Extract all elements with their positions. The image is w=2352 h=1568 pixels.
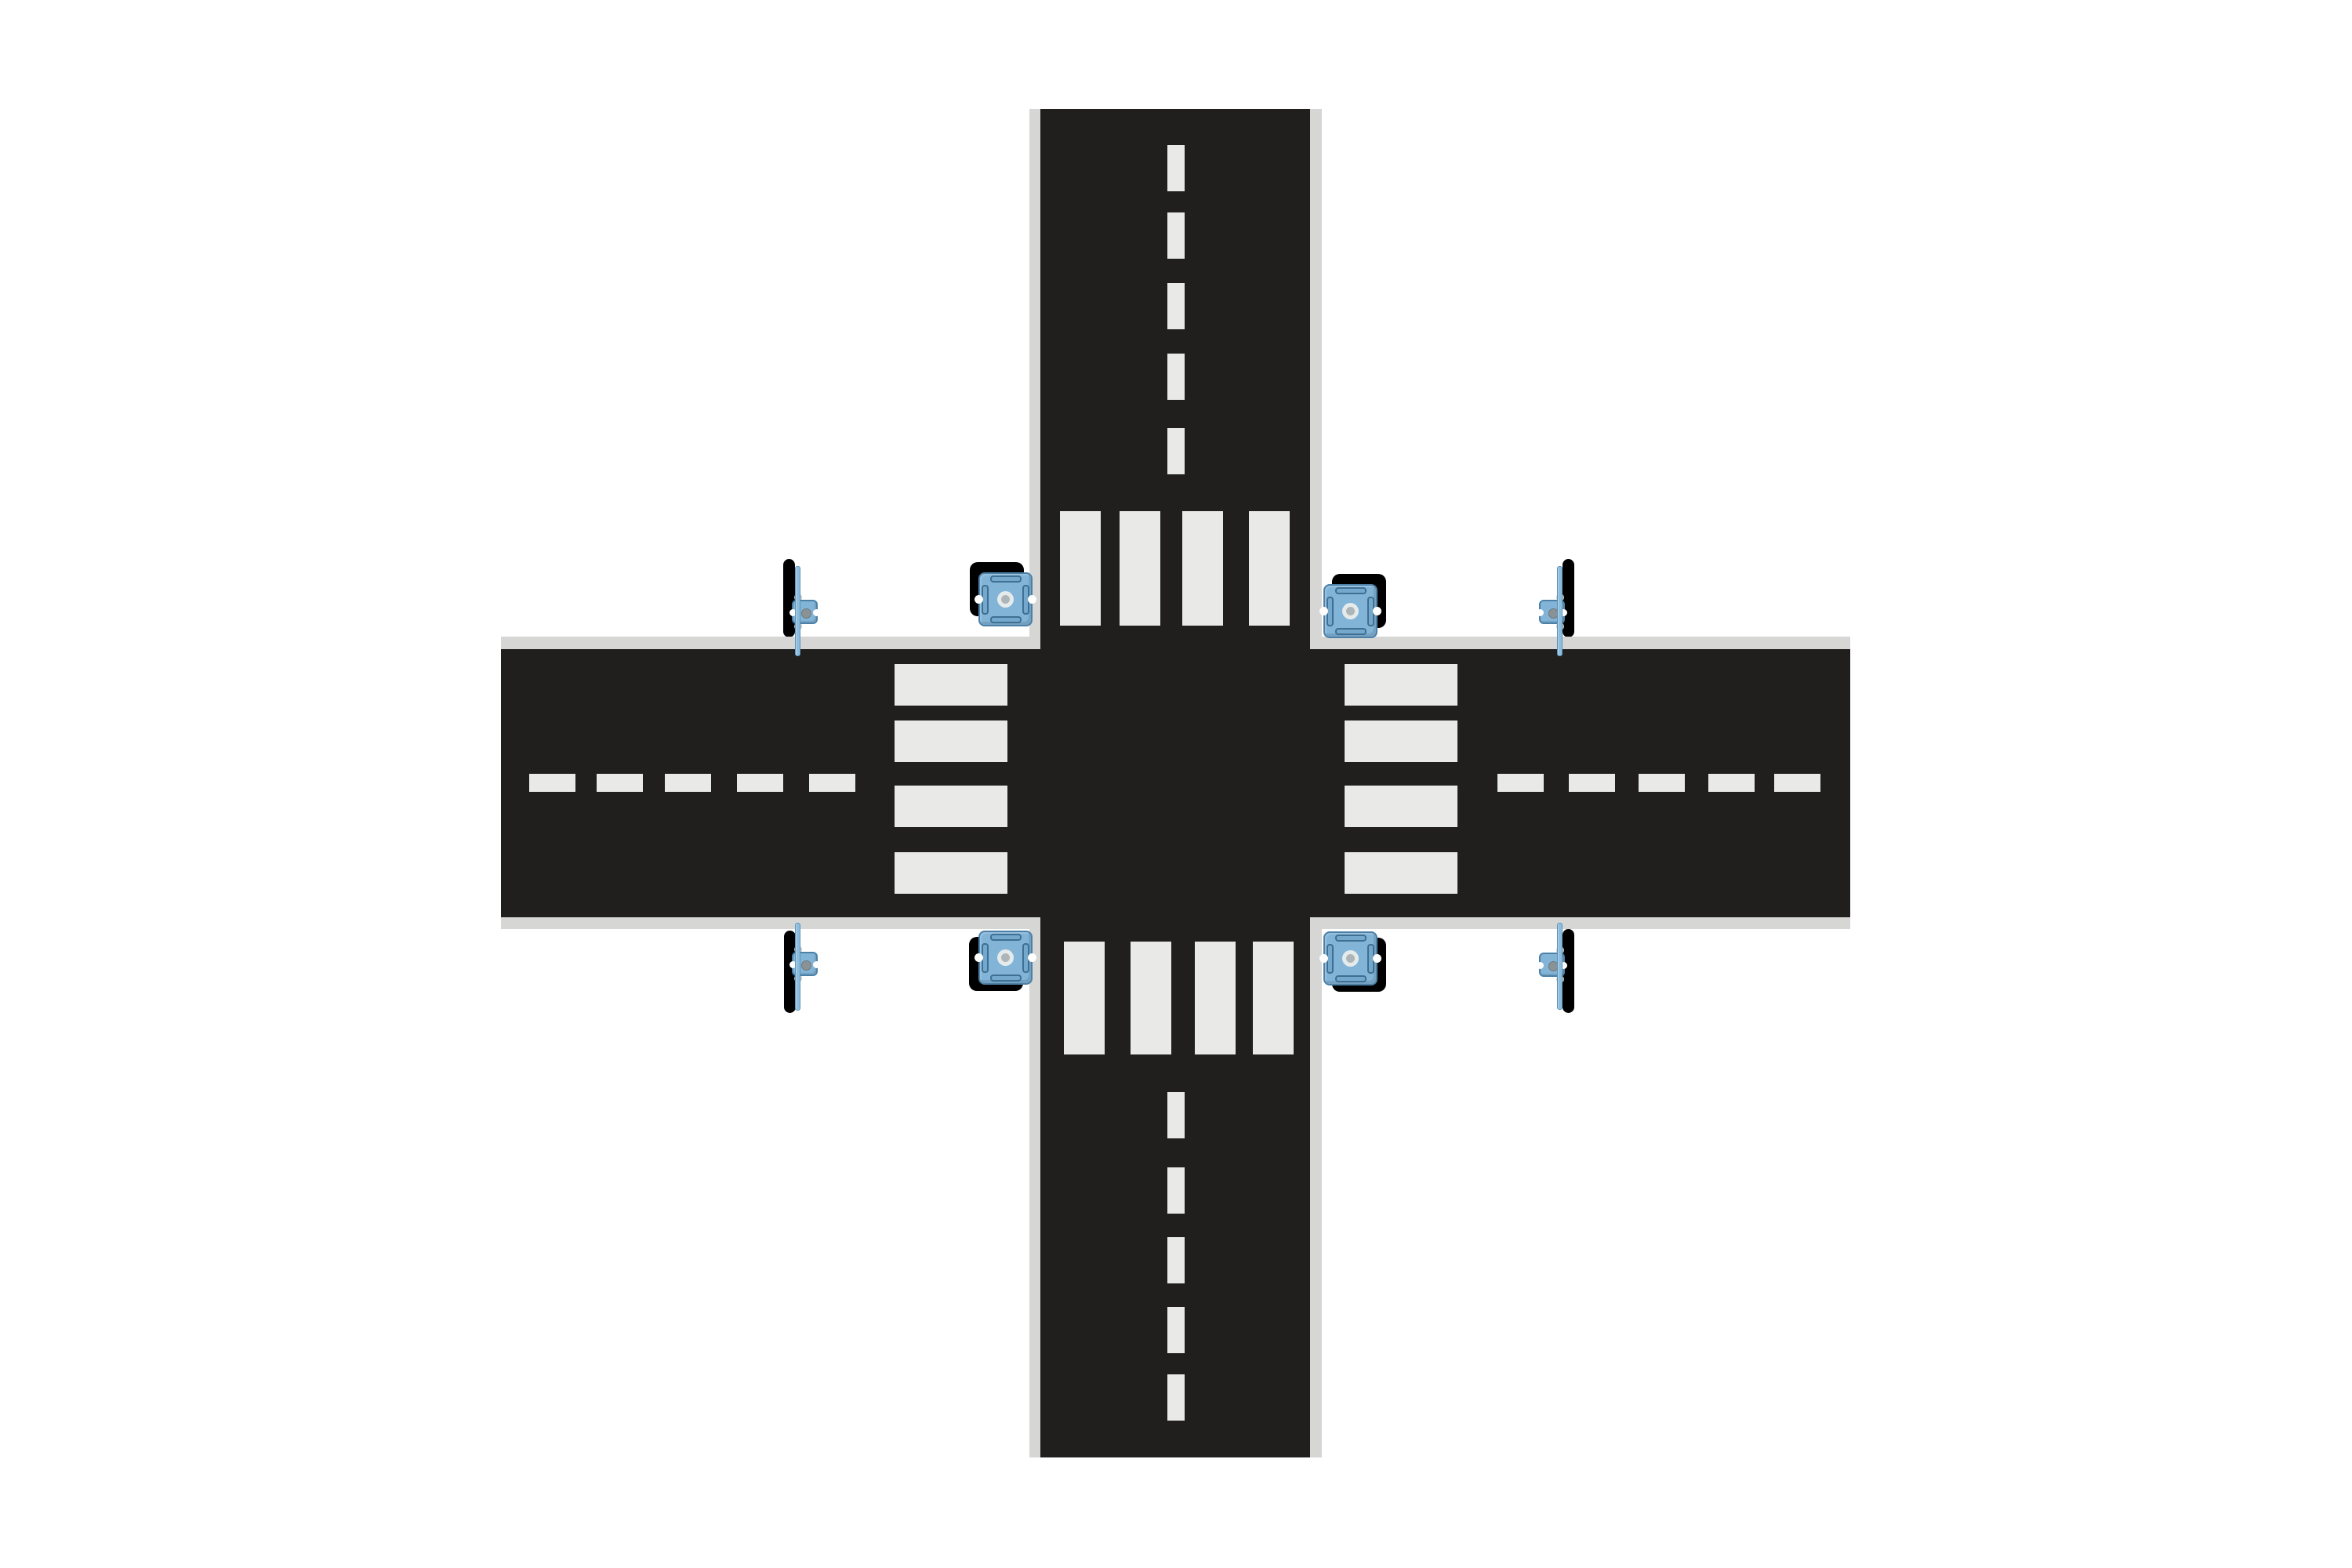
traffic-signal-head-northwest bbox=[975, 572, 1036, 626]
signal-head-slot bbox=[990, 575, 1022, 583]
pole-signal-notch bbox=[1560, 961, 1567, 969]
signal-head-slot bbox=[1335, 628, 1367, 635]
crosswalk-stripe-south bbox=[1064, 942, 1105, 1054]
sidewalk-segment-vertical-1 bbox=[1310, 109, 1322, 649]
pole-signal-notch bbox=[1537, 961, 1544, 969]
lane-dash-north-arm bbox=[1167, 212, 1185, 259]
crosswalk-stripe-east bbox=[1345, 720, 1457, 762]
lane-dash-south-arm bbox=[1167, 1374, 1185, 1421]
sidewalk-segment-horizontal-1 bbox=[1310, 637, 1850, 649]
sidewalk-segment-vertical-2 bbox=[1029, 917, 1040, 1457]
lane-dash-south-arm bbox=[1167, 1092, 1185, 1138]
pole-signal-notch bbox=[813, 960, 820, 968]
signal-head-slot bbox=[1335, 587, 1367, 594]
crosswalk-stripe-north bbox=[1060, 511, 1101, 626]
pole-signal-shadow-east-south bbox=[1563, 929, 1574, 1013]
signal-head-notch bbox=[1028, 953, 1036, 962]
traffic-signal-head-southeast bbox=[1319, 931, 1381, 985]
sidewalk-segment-horizontal-3 bbox=[1310, 917, 1850, 929]
signal-head-slot bbox=[1335, 975, 1367, 982]
pole-signal-shadow-east-north bbox=[1563, 559, 1574, 637]
pole-signal-notch bbox=[1560, 608, 1567, 616]
crosswalk-stripe-north bbox=[1249, 511, 1290, 626]
crosswalk-stripe-south bbox=[1253, 942, 1294, 1054]
pole-signal-mast-west-south bbox=[795, 923, 800, 1011]
lane-dash-north-arm bbox=[1167, 428, 1185, 474]
signal-head-notch bbox=[975, 595, 983, 604]
signal-head-notch bbox=[975, 953, 983, 962]
signal-head-notch bbox=[1319, 954, 1328, 963]
signal-head-slot bbox=[990, 616, 1022, 623]
lane-dash-west-arm bbox=[809, 774, 855, 792]
signal-head-lens-core bbox=[1001, 595, 1010, 604]
crosswalk-stripe-east bbox=[1345, 664, 1457, 706]
lane-dash-east-arm bbox=[1708, 774, 1755, 792]
signal-head-notch bbox=[1373, 607, 1381, 615]
lane-dash-east-arm bbox=[1639, 774, 1685, 792]
lane-dash-north-arm bbox=[1167, 354, 1185, 400]
lane-dash-south-arm bbox=[1167, 1167, 1185, 1214]
crosswalk-stripe-east bbox=[1345, 786, 1457, 827]
signal-head-notch bbox=[1028, 595, 1036, 604]
lane-dash-south-arm bbox=[1167, 1307, 1185, 1353]
crosswalk-stripe-north bbox=[1182, 511, 1223, 626]
signal-head-notch bbox=[1373, 954, 1381, 963]
sidewalk-segment-horizontal-2 bbox=[501, 917, 1040, 929]
lane-dash-north-arm bbox=[1167, 145, 1185, 191]
crosswalk-stripe-east bbox=[1345, 852, 1457, 894]
pole-signal-notch bbox=[789, 608, 797, 616]
signal-head-lens-ring bbox=[1342, 950, 1359, 967]
lane-dash-west-arm bbox=[665, 774, 711, 792]
traffic-signal-head-northeast bbox=[1319, 584, 1381, 638]
pole-signal-lens bbox=[800, 960, 811, 971]
pole-signal-lens bbox=[800, 608, 811, 619]
lane-dash-west-arm bbox=[529, 774, 575, 792]
crosswalk-stripe-north bbox=[1120, 511, 1160, 626]
pole-signal-shadow-west-north bbox=[783, 559, 795, 637]
sidewalk-segment-horizontal-0 bbox=[501, 637, 1040, 649]
signal-head-lens-core bbox=[1001, 953, 1010, 962]
signal-head-slot bbox=[1335, 935, 1367, 942]
pole-signal-notch bbox=[813, 608, 820, 616]
pole-signal-notch bbox=[789, 960, 797, 968]
pole-signal-mast-east-north bbox=[1557, 566, 1563, 656]
pole-signal-shadow-west-south bbox=[784, 931, 796, 1013]
crosswalk-stripe-south bbox=[1131, 942, 1171, 1054]
crosswalk-stripe-west bbox=[895, 664, 1007, 706]
pole-signal-mast-west-north bbox=[795, 566, 800, 656]
traffic-signal-head-southwest bbox=[975, 931, 1036, 985]
pole-signal-mast-east-south bbox=[1557, 923, 1563, 1010]
lane-dash-west-arm bbox=[597, 774, 643, 792]
signal-head-lens-ring bbox=[997, 949, 1014, 966]
sidewalk-segment-vertical-0 bbox=[1029, 109, 1040, 649]
lane-dash-east-arm bbox=[1774, 774, 1820, 792]
crosswalk-stripe-west bbox=[895, 786, 1007, 827]
signal-head-slot bbox=[990, 975, 1022, 982]
pole-signal-notch bbox=[1537, 608, 1544, 616]
crosswalk-stripe-west bbox=[895, 852, 1007, 894]
signal-head-lens-ring bbox=[997, 591, 1014, 608]
lane-dash-east-arm bbox=[1569, 774, 1615, 792]
sidewalk-segment-vertical-3 bbox=[1310, 917, 1322, 1457]
signal-head-notch bbox=[1319, 607, 1328, 615]
lane-dash-south-arm bbox=[1167, 1237, 1185, 1283]
signal-head-lens-core bbox=[1346, 954, 1355, 963]
signal-head-slot bbox=[990, 934, 1022, 941]
signal-head-lens-core bbox=[1346, 607, 1355, 615]
crosswalk-stripe-south bbox=[1195, 942, 1236, 1054]
signal-head-lens-ring bbox=[1342, 603, 1359, 619]
lane-dash-east-arm bbox=[1497, 774, 1544, 792]
lane-dash-north-arm bbox=[1167, 283, 1185, 329]
road-vertical-asphalt bbox=[1040, 109, 1310, 1457]
crosswalk-stripe-west bbox=[895, 720, 1007, 762]
lane-dash-west-arm bbox=[737, 774, 783, 792]
